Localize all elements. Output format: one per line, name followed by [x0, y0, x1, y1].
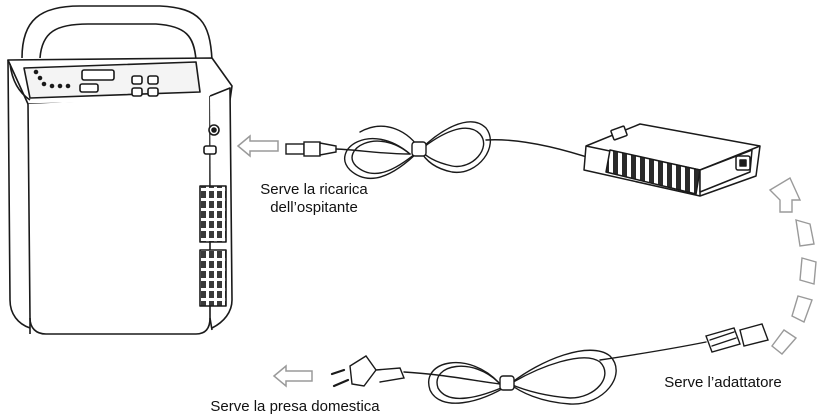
- curved-arrow-icon: [768, 176, 817, 355]
- device-illustration: [7, 5, 233, 335]
- household-outlet-label: Serve la presa domestica: [210, 398, 380, 415]
- host-charging-label: Serve la ricarica dell’ospitante: [244, 181, 384, 217]
- host-charging-label-line-2: dell’ospitante: [270, 199, 358, 216]
- outline-arrow-icon: [272, 364, 313, 388]
- adapter-illustration: [583, 123, 761, 197]
- ac-cable-illustration: [330, 323, 769, 405]
- dc-cable-illustration: [285, 121, 597, 179]
- adapter-label: Serve l’adattatore: [664, 374, 782, 391]
- outline-arrow-icon: [236, 134, 279, 158]
- host-charging-label-line-1: Serve la ricarica: [260, 181, 368, 198]
